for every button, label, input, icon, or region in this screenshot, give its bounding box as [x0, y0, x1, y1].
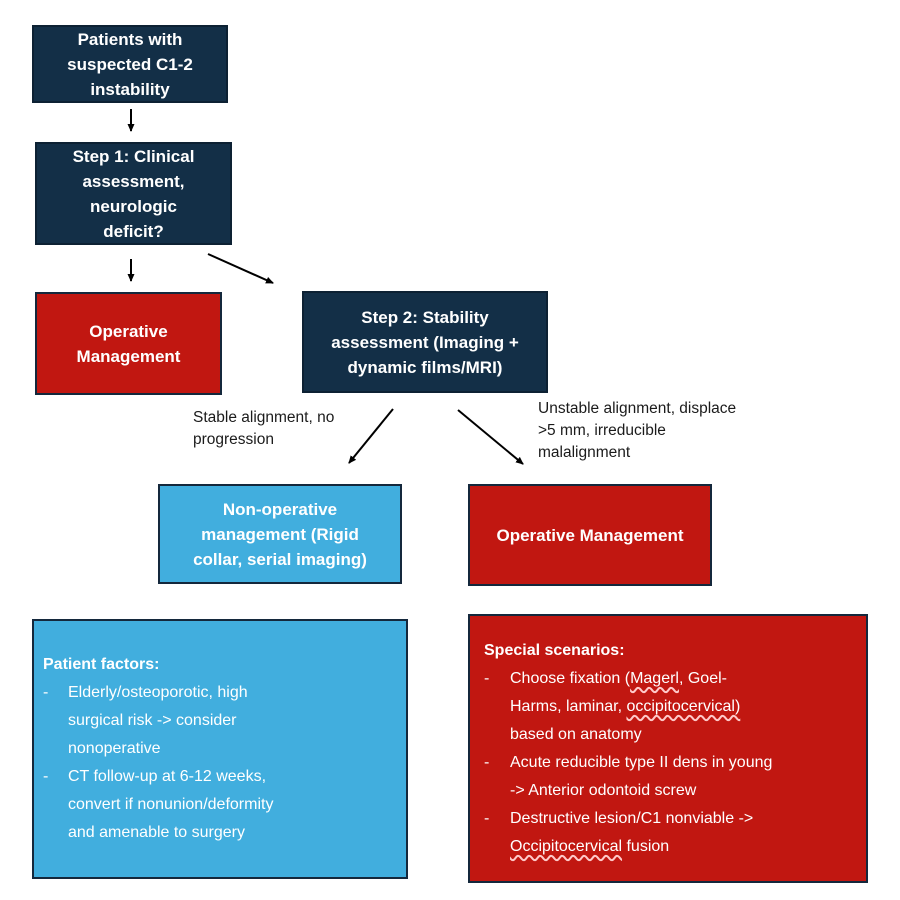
node-nonoperative-label: Non-operative management (Rigid collar, … — [193, 499, 367, 569]
item-3-part-1: Destructive lesion/C1 nonviable -> — [510, 809, 754, 827]
patient-factors-box: Patient factors: - Elderly/osteoporotic,… — [32, 619, 408, 879]
patient-factors-item-2-text: CT follow-up at 6-12 weeks, convert if n… — [68, 768, 274, 841]
special-scenarios-item-1-text: Choose fixation (Magerl, Goel- Harms, la… — [510, 665, 856, 749]
special-scenarios-item-3-text: Destructive lesion/C1 nonviable -> Occip… — [510, 805, 856, 861]
patient-factors-heading: Patient factors: — [43, 656, 160, 673]
patient-factors-item-1: - Elderly/osteoporotic, high surgical ri… — [43, 679, 396, 763]
item-1-part-3: based on anatomy — [510, 725, 642, 743]
special-scenarios-item-1: - Choose fixation (Magerl, Goel- Harms, … — [484, 665, 856, 749]
misspelled-word-occipitocervical-2: Occipitocervical — [510, 837, 623, 855]
node-step1-label: Step 1: Clinical assessment, neurologic … — [72, 146, 195, 241]
arrow-step2-to-operative2 — [457, 409, 524, 465]
bullet-dash: - — [484, 753, 490, 771]
bullet-dash: - — [484, 669, 490, 687]
special-scenarios-box: Special scenarios: - Choose fixation (Ma… — [468, 614, 868, 883]
misspelled-word-magerl: Magerl — [630, 669, 679, 687]
node-step2: Step 2: Stability assessment (Imaging + … — [302, 291, 548, 393]
item-1-part-2: , Goel- Harms, laminar, — [510, 669, 727, 715]
special-scenarios-item-2-text: Acute reducible type II dens in young ->… — [510, 753, 773, 799]
edge-label-stable: Stable alignment, no progression — [193, 409, 335, 448]
special-scenarios-item-2: - Acute reducible type II dens in young … — [484, 749, 856, 805]
node-step1: Step 1: Clinical assessment, neurologic … — [35, 142, 232, 245]
misspelled-word-occipitocervical: occipitocervical) — [626, 697, 741, 715]
bullet-dash: - — [43, 768, 49, 785]
bullet-dash: - — [43, 684, 49, 701]
node-operative-2-label: Operative Management — [496, 525, 684, 545]
special-scenarios-item-3: - Destructive lesion/C1 nonviable -> Occ… — [484, 805, 856, 861]
item-1-part-1: Choose fixation ( — [510, 669, 631, 687]
item-3-part-2: fusion — [622, 837, 670, 855]
bullet-dash: - — [484, 809, 490, 827]
special-scenarios-heading: Special scenarios: — [484, 641, 625, 659]
node-patients-label: Patients with suspected C1-2 instability — [67, 29, 193, 99]
node-nonoperative: Non-operative management (Rigid collar, … — [158, 484, 402, 584]
node-patients: Patients with suspected C1-2 instability — [32, 25, 228, 103]
edge-label-unstable: Unstable alignment, displace >5 mm, irre… — [538, 400, 737, 461]
node-operative-management-2: Operative Management — [468, 484, 712, 586]
node-step2-label: Step 2: Stability assessment (Imaging + … — [331, 307, 519, 377]
patient-factors-item-1-text: Elderly/osteoporotic, high surgical risk… — [68, 684, 248, 757]
patient-factors-item-2: - CT follow-up at 6-12 weeks, convert if… — [43, 763, 396, 847]
arrow-step1-to-step2 — [207, 253, 274, 284]
node-operative-1-label: Operative Management — [76, 321, 181, 366]
node-operative-management-1: Operative Management — [35, 292, 222, 395]
